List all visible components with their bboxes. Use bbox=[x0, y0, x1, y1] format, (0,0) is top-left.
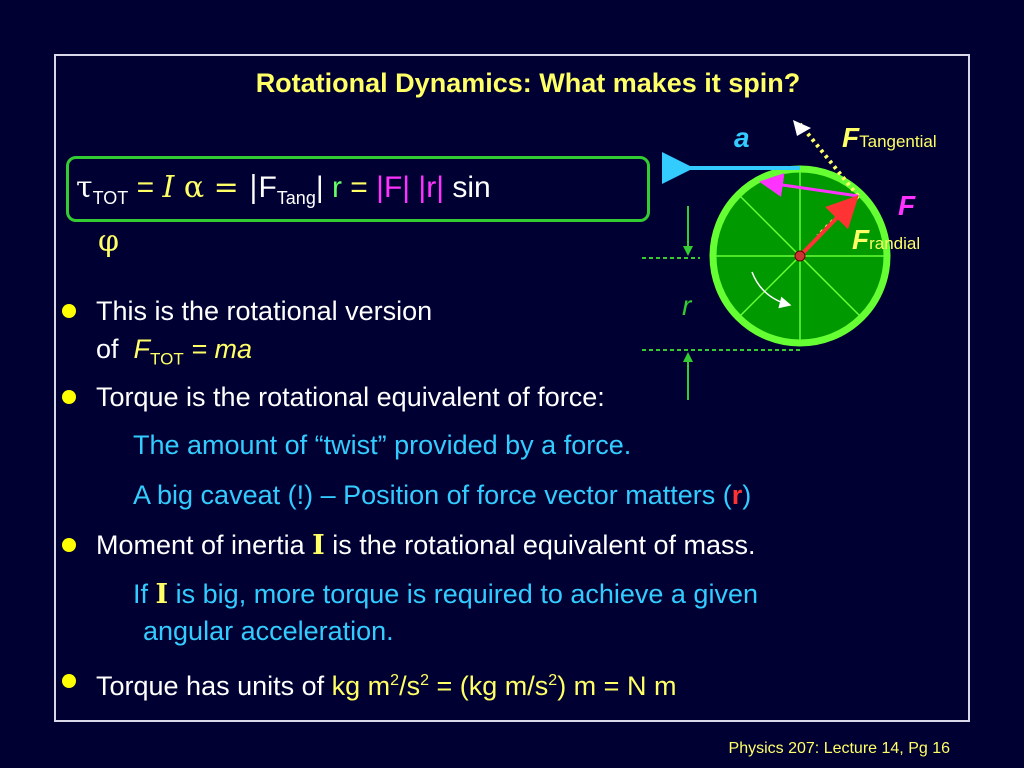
tangential-force-arrow bbox=[759, 173, 859, 198]
eq-F: F bbox=[258, 171, 277, 204]
bullet-4-u2: /s bbox=[399, 671, 421, 701]
bullet-1-line1: This is the rotational version bbox=[96, 296, 433, 326]
bullet-4-s3: 2 bbox=[548, 672, 558, 689]
sub-caveat: A big caveat (!) – Position of force vec… bbox=[133, 478, 751, 512]
label-tangential: Tangential bbox=[859, 132, 937, 151]
bullet-4: Torque has units of kg m2/s2 = (kg m/s2)… bbox=[96, 664, 676, 703]
if-post: is big, more torque is required to achie… bbox=[168, 579, 758, 609]
bullet-3: Moment of inertia I is the rotational eq… bbox=[96, 528, 755, 563]
eq-equals-2: = bbox=[341, 171, 377, 204]
bullet-1-of: of bbox=[96, 334, 127, 364]
equation-box bbox=[66, 156, 650, 222]
eq-tau: τ bbox=[76, 170, 93, 205]
bullet-1-line2: of FTOT = ma bbox=[96, 332, 252, 376]
bullet-1-rhs: = ma bbox=[183, 334, 253, 364]
caveat-post: ) bbox=[742, 480, 752, 510]
label-r: r bbox=[682, 290, 692, 321]
eq-absF: |F| bbox=[376, 171, 411, 204]
sub-if-line2: angular acceleration. bbox=[143, 616, 394, 646]
eq-bar-open: | bbox=[248, 170, 259, 205]
label-F-tan: F bbox=[842, 122, 860, 153]
bullet-1-tot: TOT bbox=[150, 349, 184, 369]
bullet-dot bbox=[62, 674, 76, 688]
bullet-4-s2: 2 bbox=[420, 672, 429, 689]
force-arrow bbox=[798, 195, 859, 258]
slide-title: Rotational Dynamics: What makes it spin? bbox=[255, 68, 801, 98]
sub-if: If I is big, more torque is required to … bbox=[133, 577, 758, 612]
if-pre: If bbox=[133, 579, 156, 609]
eq-absr: |r| bbox=[410, 171, 445, 204]
eq-r: r bbox=[323, 171, 342, 204]
bullet-4-mid: = (kg m/s bbox=[429, 671, 549, 701]
tangential-dotted-arrow bbox=[798, 122, 860, 198]
bullet-2: Torque is the rotational equivalent of f… bbox=[96, 382, 605, 412]
bullet-1-F: F bbox=[133, 334, 151, 364]
caveat-pre: A big caveat (!) – Position of force vec… bbox=[133, 480, 732, 510]
bullet-3-I: I bbox=[312, 530, 325, 561]
eq-tot: TOT bbox=[92, 188, 129, 208]
footer: Physics 207: Lecture 14, Pg 16 bbox=[728, 740, 950, 757]
label-F: F bbox=[898, 190, 916, 221]
bullet-dot bbox=[62, 538, 76, 552]
bullet-3-post: is the rotational equivalent of mass. bbox=[324, 530, 756, 560]
eq-sin: sin bbox=[444, 171, 491, 204]
slide-frame bbox=[54, 54, 970, 722]
bullet-3-pre: Moment of inertia bbox=[96, 530, 313, 560]
if-I: I bbox=[155, 579, 169, 610]
eq-equals-1: = bbox=[128, 171, 163, 204]
eq-I: I bbox=[162, 170, 175, 205]
bullet-4-s1: 2 bbox=[390, 672, 400, 689]
bullet-dot bbox=[62, 390, 76, 404]
eq-alpha: α = bbox=[174, 170, 249, 205]
label-F-radial: Frandial bbox=[852, 224, 920, 256]
pivot-point bbox=[794, 250, 806, 262]
eq-bar-close: | bbox=[315, 171, 324, 204]
bullet-4-pre: Torque has units of bbox=[96, 671, 332, 701]
label-randial: randial bbox=[869, 234, 921, 253]
label-F-rad: F bbox=[852, 224, 870, 255]
rotation-arrow bbox=[751, 271, 792, 309]
bullet-4-post: ) m = N m bbox=[557, 671, 677, 701]
caveat-r: r bbox=[731, 480, 743, 510]
eq-tang: Tang bbox=[276, 188, 316, 208]
label-a: a bbox=[734, 122, 750, 153]
label-F-tangential: FTangential bbox=[842, 122, 937, 154]
sub-twist: The amount of “twist” provided by a forc… bbox=[133, 430, 632, 460]
bullet-dot bbox=[62, 304, 76, 318]
bullet-4-u1: kg m bbox=[331, 671, 391, 701]
eq-phi: φ bbox=[98, 224, 120, 259]
